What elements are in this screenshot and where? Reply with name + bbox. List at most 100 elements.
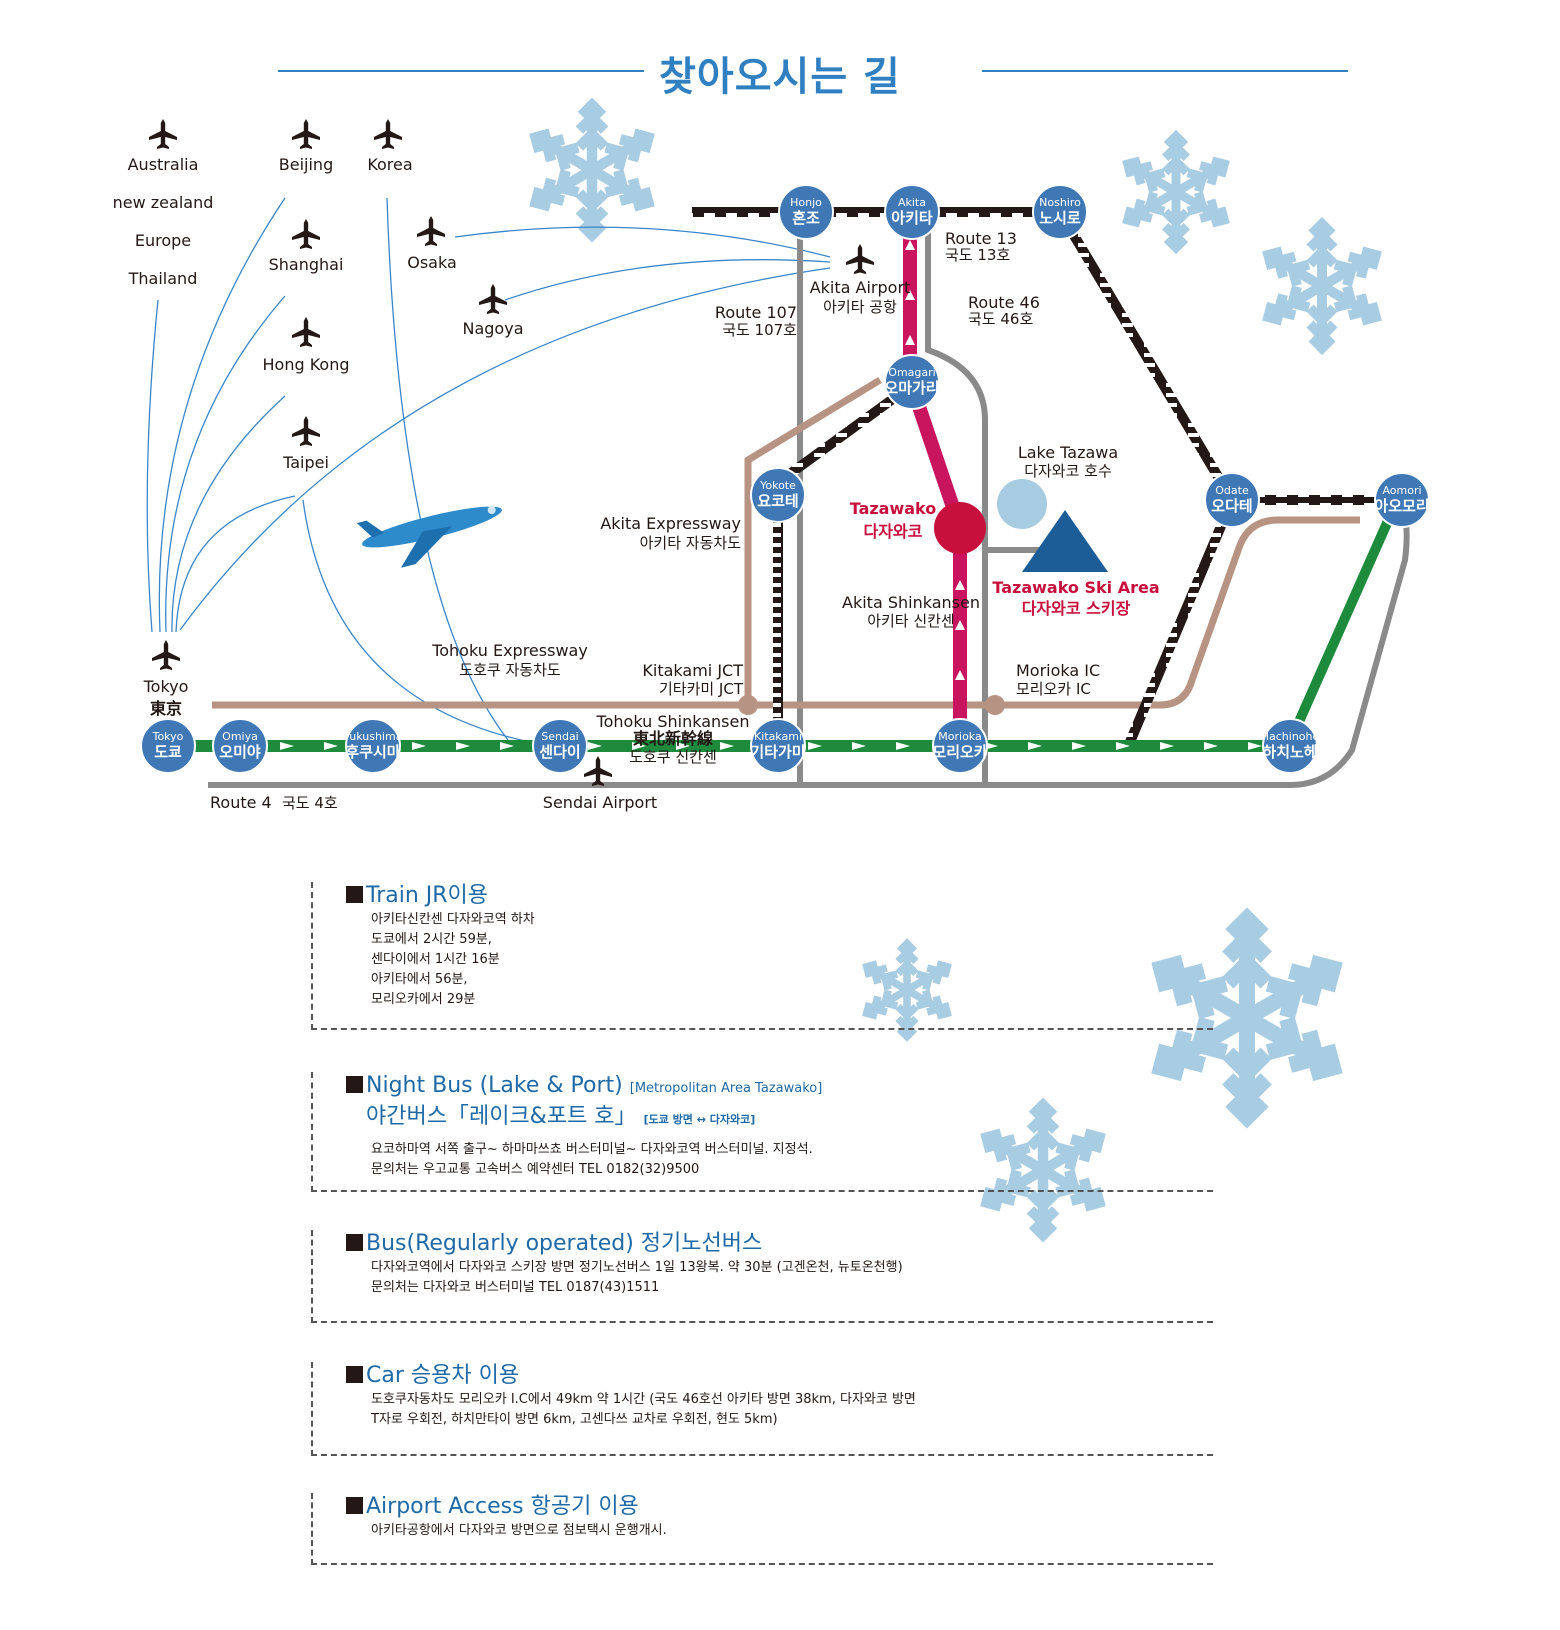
snowflake-icon — [529, 105, 654, 235]
label-route13-ko: 국도 13호 — [945, 246, 1010, 264]
info-airport: Airport Access 항공기 이용 아키타공항에서 다자와코 방면으로 … — [311, 1493, 1213, 1565]
station-name-en: Tokyo — [152, 730, 184, 743]
label-morioka-ic-en: Morioka IC — [1016, 661, 1100, 680]
label-akita-exp-en: Akita Expressway — [600, 514, 741, 533]
label-akita-shin-ko: 아키타 신칸센 — [867, 612, 955, 630]
section-title-ko-sub: [도쿄 방면 ↔ 다자와코] — [643, 1113, 756, 1126]
station-circle — [1262, 718, 1318, 774]
label-route46-en: Route 46 — [968, 293, 1040, 312]
label-route4-ko: 국도 4호 — [282, 794, 338, 812]
station-name-en: Hachinohe — [1261, 730, 1320, 743]
label-nagoya: Nagoya — [463, 319, 524, 338]
expressways — [212, 377, 1360, 709]
station-circle — [532, 718, 588, 774]
jr-lines — [692, 207, 1402, 750]
direction-arrow — [1116, 742, 1130, 750]
label-kitakami-jct-en: Kitakami JCT — [642, 661, 743, 680]
plane-icon — [846, 244, 874, 274]
kitakami-jct-marker — [738, 695, 758, 715]
label-route4-en: Route 4 — [210, 793, 272, 812]
label-tohoku-shin-ko: 도호쿠 신칸센 — [629, 748, 717, 766]
label-osaka: Osaka — [407, 253, 457, 272]
plane-icon — [584, 756, 612, 786]
station-circle — [884, 354, 940, 410]
station-name-en: Akita — [898, 196, 926, 209]
label-australia: Australia — [128, 155, 199, 174]
station-circle — [750, 467, 806, 523]
bullet-square — [346, 1497, 363, 1514]
station-name-en: Fukushima — [344, 730, 403, 743]
lake-tazawa — [997, 479, 1047, 529]
direction-arrow — [896, 742, 910, 750]
section-title-sub: [Metropolitan Area Tazawako] — [629, 1081, 823, 1096]
plane-icon — [292, 317, 320, 347]
label-kitakami-jct-ko: 기타카미 JCT — [659, 680, 744, 698]
direction-arrow — [1160, 742, 1174, 750]
section-title: Airport Access 항공기 이용 — [366, 1494, 639, 1519]
label-tohoku-exp-en: Tohoku Expressway — [431, 641, 588, 660]
label-shanghai: Shanghai — [269, 255, 344, 274]
section-title: Train JR이용 — [366, 883, 489, 908]
route-map: Australia new zealand Europe Thailand Be… — [113, 0, 1430, 812]
label-korea: Korea — [367, 155, 412, 174]
info-night-bus: Night Bus (Lake & Port) [Metropolitan Ar… — [311, 1072, 1213, 1192]
station-name-en: Odate — [1215, 484, 1249, 497]
section-line: 아키타에서 56분, — [371, 972, 468, 987]
station-name-ko: 오다테 — [1211, 497, 1252, 515]
section-line: 아키타신칸센 다자와코역 하차 — [371, 912, 535, 927]
section-line: 요코하마역 서쪽 출구~ 하마마쓰쵸 버스터미널~ 다자와코역 버스터미널. 지… — [371, 1142, 813, 1157]
label-thailand: Thailand — [128, 269, 198, 288]
plane-icon — [417, 216, 445, 246]
station-name-ko: 후쿠시마 — [345, 743, 400, 761]
station-name-ko: 모리오카 — [932, 743, 987, 761]
station-name-en: Noshiro — [1039, 196, 1081, 209]
station-name-en: Omiya — [222, 730, 258, 743]
shinkansen-arrows — [905, 240, 965, 680]
label-sendai-airport: Sendai Airport — [543, 793, 657, 812]
bullet-square — [346, 1076, 363, 1093]
station-name-en: Kitakami — [754, 730, 802, 743]
station-name-ko: 센다이 — [539, 743, 580, 761]
station-name-en: Honjo — [790, 196, 822, 209]
label-new-zealand: new zealand — [113, 193, 214, 212]
label-route46-ko: 국도 46호 — [968, 310, 1033, 328]
station-name-ko: 기타가미 — [750, 743, 805, 761]
station-name-ko: 요코테 — [757, 492, 798, 510]
label-tokyo-jp: 東京 — [150, 699, 182, 718]
station-name-ko: 아키타 — [891, 209, 933, 227]
page-title: 찾아오시는 길 — [659, 54, 901, 100]
section-line: T자로 우회전, 하치만타이 방면 6km, 고센다쓰 교차로 우회전, 현도 … — [371, 1412, 778, 1427]
direction-arrow — [1248, 742, 1262, 750]
section-line: 아키타공항에서 다자와코 방면으로 점보택시 운행개시. — [371, 1523, 667, 1538]
akita-shinkansen-line — [903, 212, 967, 746]
label-akita-airport-en: Akita Airport — [810, 278, 911, 297]
plane-icon — [292, 416, 320, 446]
station-name-en: Aomori — [1382, 484, 1421, 497]
station-circle — [884, 184, 940, 240]
section-title: Car 승용차 이용 — [366, 1363, 520, 1388]
ski-area-mountain-icon — [1022, 510, 1108, 572]
section-line: 도쿄에서 2시간 59분, — [371, 932, 492, 947]
label-beijing: Beijing — [279, 155, 333, 174]
section-title: Bus(Regularly operated) 정기노선버스 — [366, 1231, 763, 1256]
station-name-ko: 아오모리 — [1374, 497, 1429, 515]
info-car: Car 승용차 이용 도호쿠자동차도 모리오카 I.C에서 49km 약 1시간… — [311, 1362, 1213, 1456]
station-circle — [1374, 472, 1430, 528]
stations: Honjo혼조Akita아키타Noshiro노시로Omagari오마가리Yoko… — [140, 184, 1430, 774]
direction-arrow — [500, 742, 514, 750]
station-name-en: Omagari — [888, 366, 935, 379]
label-tohoku-shin-en: Tohoku Shinkansen — [596, 712, 750, 731]
tazawako-hub — [934, 502, 986, 554]
label-route13-en: Route 13 — [945, 229, 1017, 248]
station-circle — [1032, 184, 1088, 240]
label-hong-kong: Hong Kong — [263, 355, 350, 374]
station-circle — [212, 718, 268, 774]
direction-arrow — [676, 742, 690, 750]
plane-icon — [479, 284, 507, 314]
label-lake-en: Lake Tazawa — [1018, 443, 1118, 462]
